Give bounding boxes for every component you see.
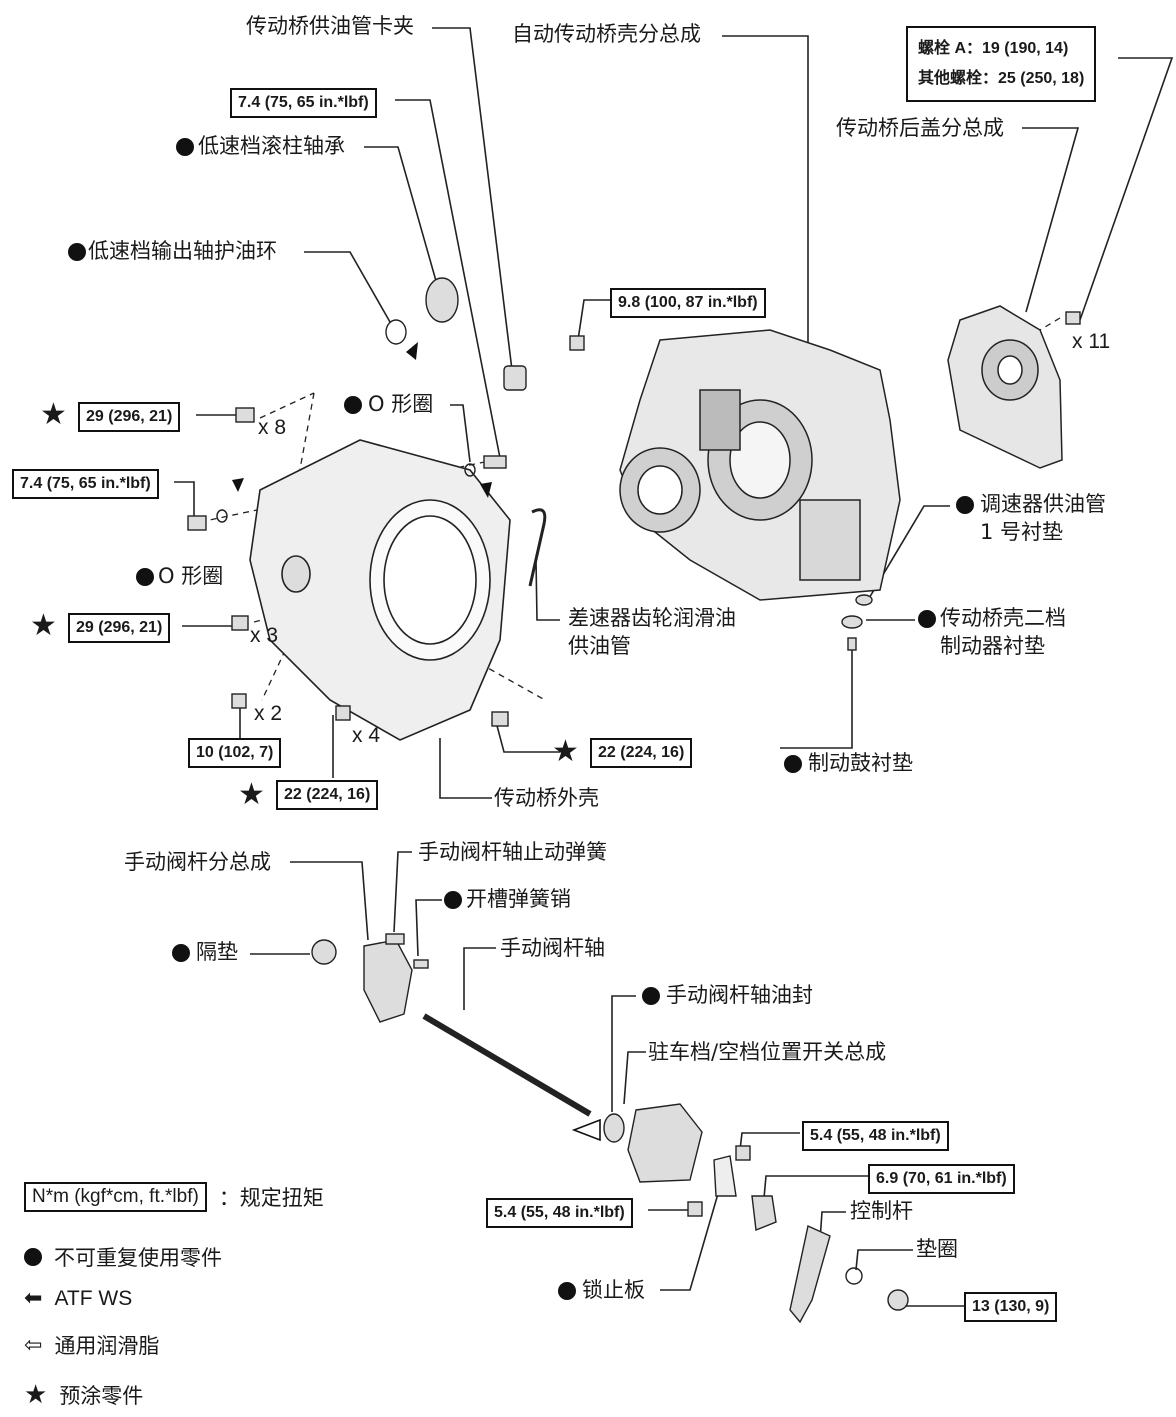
qty-x8: x 8 (258, 416, 287, 439)
legend-grease-text: 通用润滑脂 (54, 1334, 160, 1358)
torque-29: 29 (296, 21) (68, 613, 171, 643)
torque-5-4: 5.4 (55, 48 in.*lbf) (802, 1121, 949, 1151)
label-diff-lube-pipe: 差速器齿轮润滑油 (568, 606, 736, 630)
legend-atf: ⬅ ATF WS (24, 1286, 132, 1311)
non-reusable-dot (784, 755, 802, 773)
label-second-brake-gasket-2: 制动器衬垫 (940, 634, 1045, 658)
label-brake-drum-gasket: 制动鼓衬垫 (808, 751, 913, 775)
non-reusable-dot (172, 944, 190, 962)
label-o-ring: O 形圈 (368, 392, 434, 416)
legend-torque-box: N*m (kgf*cm, ft.*lbf) (24, 1182, 207, 1212)
precoated-star-icon: ★ (552, 734, 579, 769)
non-reusable-dot (956, 496, 974, 514)
precoated-star-icon: ★ (40, 397, 67, 432)
torque-13: 13 (130, 9) (964, 1292, 1058, 1322)
oil-ring-illustration (385, 319, 407, 345)
legend-torque-desc: ：规定扭矩 (218, 1186, 324, 1210)
legend-atf-text: ATF WS (54, 1286, 133, 1310)
label-park-neutral-switch: 驻车档/空档位置开关总成 (648, 1040, 887, 1064)
manual-shaft-illustration (422, 1013, 592, 1117)
torque-9-8: 9.8 (100, 87 in.*lbf) (610, 288, 766, 318)
torque-10: 10 (102, 7) (188, 738, 282, 768)
legend-precoated: ★ 预涂零件 (24, 1380, 143, 1410)
legend-precoated-text: 预涂零件 (59, 1384, 144, 1408)
label-low-roller-bearing: 低速档滚柱轴承 (198, 134, 345, 158)
label-pipe-clamp: 传动桥供油管卡夹 (246, 14, 414, 38)
label-rear-cover: 传动桥后盖分总成 (836, 116, 1004, 140)
non-reusable-dot (176, 138, 194, 156)
transaxle-housing-illustration (249, 439, 511, 741)
label-second-brake-gasket: 传动桥壳二档 (940, 606, 1066, 630)
label-manual-lever-sub: 手动阀杆分总成 (124, 850, 271, 874)
non-reusable-dot (642, 987, 660, 1005)
label-control-lever: 控制杆 (850, 1199, 913, 1223)
non-reusable-dot (918, 610, 936, 628)
legend-torque: N*m (kgf*cm, ft.*lbf) ：规定扭矩 (24, 1182, 324, 1212)
label-spacer: 隔垫 (196, 940, 238, 964)
bolt-a-torque: 螺栓 A：19 (190, 14) (918, 40, 1069, 57)
atf-arrow-icon: ⬅ (24, 1286, 43, 1311)
other-bolts-torque: 其他螺栓：25 (250, 18) (918, 70, 1085, 87)
grease-arrow-icon: ⇦ (24, 1332, 43, 1358)
label-governor-gasket: 调速器供油管 (980, 492, 1106, 516)
rear-cover-illustration (947, 305, 1063, 469)
label-manual-shaft: 手动阀杆轴 (500, 936, 605, 960)
label-low-output-oil-ring: 低速档输出轴护油环 (88, 239, 277, 263)
qty-x3: x 3 (250, 624, 279, 647)
legend-non-reusable: 不可重复使用零件 (24, 1242, 222, 1272)
non-reusable-dot (344, 396, 362, 414)
label-lock-plate: 锁止板 (582, 1278, 645, 1302)
label-slotted-pin: 开槽弹簧销 (466, 887, 571, 911)
non-reusable-dot (68, 243, 86, 261)
legend-grease: ⇦ 通用润滑脂 (24, 1330, 159, 1360)
qty-x2: x 2 (254, 702, 283, 725)
label-washer: 垫圈 (916, 1237, 958, 1261)
precoated-star-icon: ★ (238, 777, 265, 812)
torque-7-4: 7.4 (75, 65 in.*lbf) (12, 469, 159, 499)
pipe-clamp-illustration (503, 365, 527, 391)
legend-non-reusable-text: 不可重复使用零件 (54, 1246, 222, 1270)
non-reusable-dot (558, 1282, 576, 1300)
torque-29: 29 (296, 21) (78, 402, 181, 432)
transaxle-case-assy-illustration (619, 329, 901, 601)
label-diff-lube-pipe-2: 供油管 (568, 634, 631, 658)
precoated-star-icon: ★ (30, 608, 57, 643)
roller-bearing-illustration (425, 277, 459, 323)
non-reusable-dot (136, 568, 154, 586)
non-reusable-dot (444, 891, 462, 909)
label-governor-gasket-2: 1 号衬垫 (980, 520, 1064, 544)
qty-x11: x 11 (1072, 330, 1111, 353)
label-shaft-oil-seal: 手动阀杆轴油封 (666, 983, 813, 1007)
label-o-ring: O 形圈 (158, 564, 224, 588)
manual-lever-illustration (363, 939, 413, 1023)
label-housing: 传动桥外壳 (494, 786, 599, 810)
qty-x4: x 4 (352, 724, 381, 747)
torque-6-9: 6.9 (70, 61 in.*lbf) (868, 1164, 1015, 1194)
label-case-assy: 自动传动桥壳分总成 (512, 22, 701, 46)
label-detent-spring: 手动阀杆轴止动弹簧 (418, 840, 607, 864)
torque-22: 22 (224, 16) (590, 738, 693, 768)
non-reusable-dot-icon (24, 1248, 42, 1266)
bolt-torque-box: 螺栓 A：19 (190, 14) 其他螺栓：25 (250, 18) (906, 26, 1097, 102)
torque-5-4: 5.4 (55, 48 in.*lbf) (486, 1198, 633, 1228)
torque-22: 22 (224, 16) (276, 780, 379, 810)
precoated-star-icon: ★ (24, 1380, 48, 1410)
torque-7-4: 7.4 (75, 65 in.*lbf) (230, 88, 377, 118)
